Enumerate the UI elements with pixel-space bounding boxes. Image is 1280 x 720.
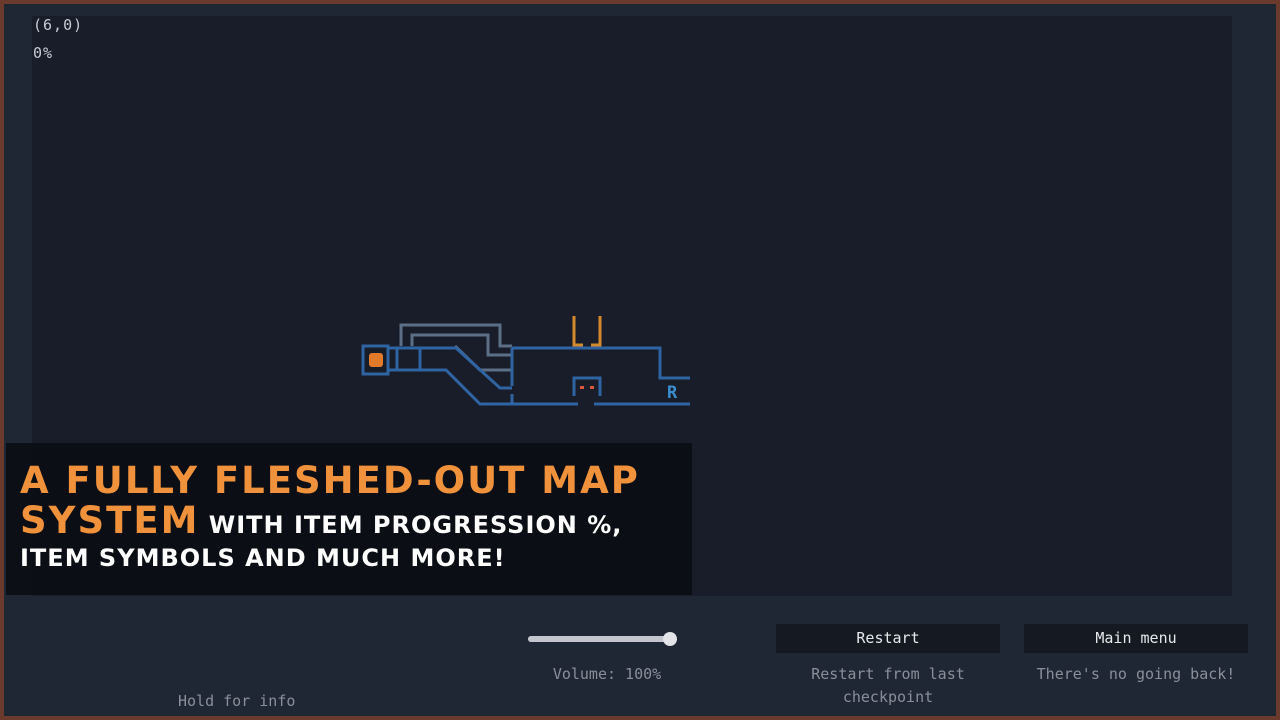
map-progress-percent: 0%	[33, 44, 54, 62]
promo-heading-accent: system	[20, 499, 200, 542]
restart-button[interactable]: Restart	[776, 624, 1000, 653]
enemy-eye-right-icon	[590, 386, 594, 389]
corridor-top-wall	[388, 346, 512, 390]
room-marker-icon: R	[667, 383, 678, 403]
volume-label: Volume: 100%	[552, 665, 662, 683]
promo-text-line3: item symbols and much more!	[20, 544, 506, 572]
map-coordinates: (6,0)	[33, 16, 84, 34]
start-room-wall	[361, 344, 390, 376]
enemy-eye-left-icon	[580, 386, 584, 389]
gate-left-icon	[572, 316, 583, 347]
corridor-bottom-wall	[388, 368, 512, 406]
promo-heading-line2: system with item progression %,	[20, 499, 622, 542]
gate-right-icon	[591, 316, 602, 347]
gates	[572, 316, 602, 347]
promo-banner	[6, 443, 692, 595]
promo-text-line2: with item progression %,	[199, 511, 623, 539]
explored-path-lower	[453, 344, 512, 372]
promo-heading-line1: A fully fleshed-out map	[20, 459, 640, 502]
volume-slider-fill	[528, 636, 670, 642]
volume-slider-track[interactable]	[528, 636, 670, 642]
enemy-cell-wall	[572, 376, 602, 396]
explored-path-upper	[399, 323, 512, 348]
main-menu-description: There's no going back!	[1036, 665, 1236, 683]
hold-for-info-hint: Hold for info	[178, 692, 296, 710]
restart-description: Restart from last checkpoint	[811, 665, 965, 706]
player-marker-icon	[369, 353, 383, 367]
main-room-top-wall	[510, 346, 690, 404]
map-walls	[361, 344, 690, 406]
explored-path-middle	[410, 333, 512, 357]
main-menu-button[interactable]: Main menu	[1024, 624, 1248, 653]
volume-slider-handle[interactable]	[663, 632, 677, 646]
